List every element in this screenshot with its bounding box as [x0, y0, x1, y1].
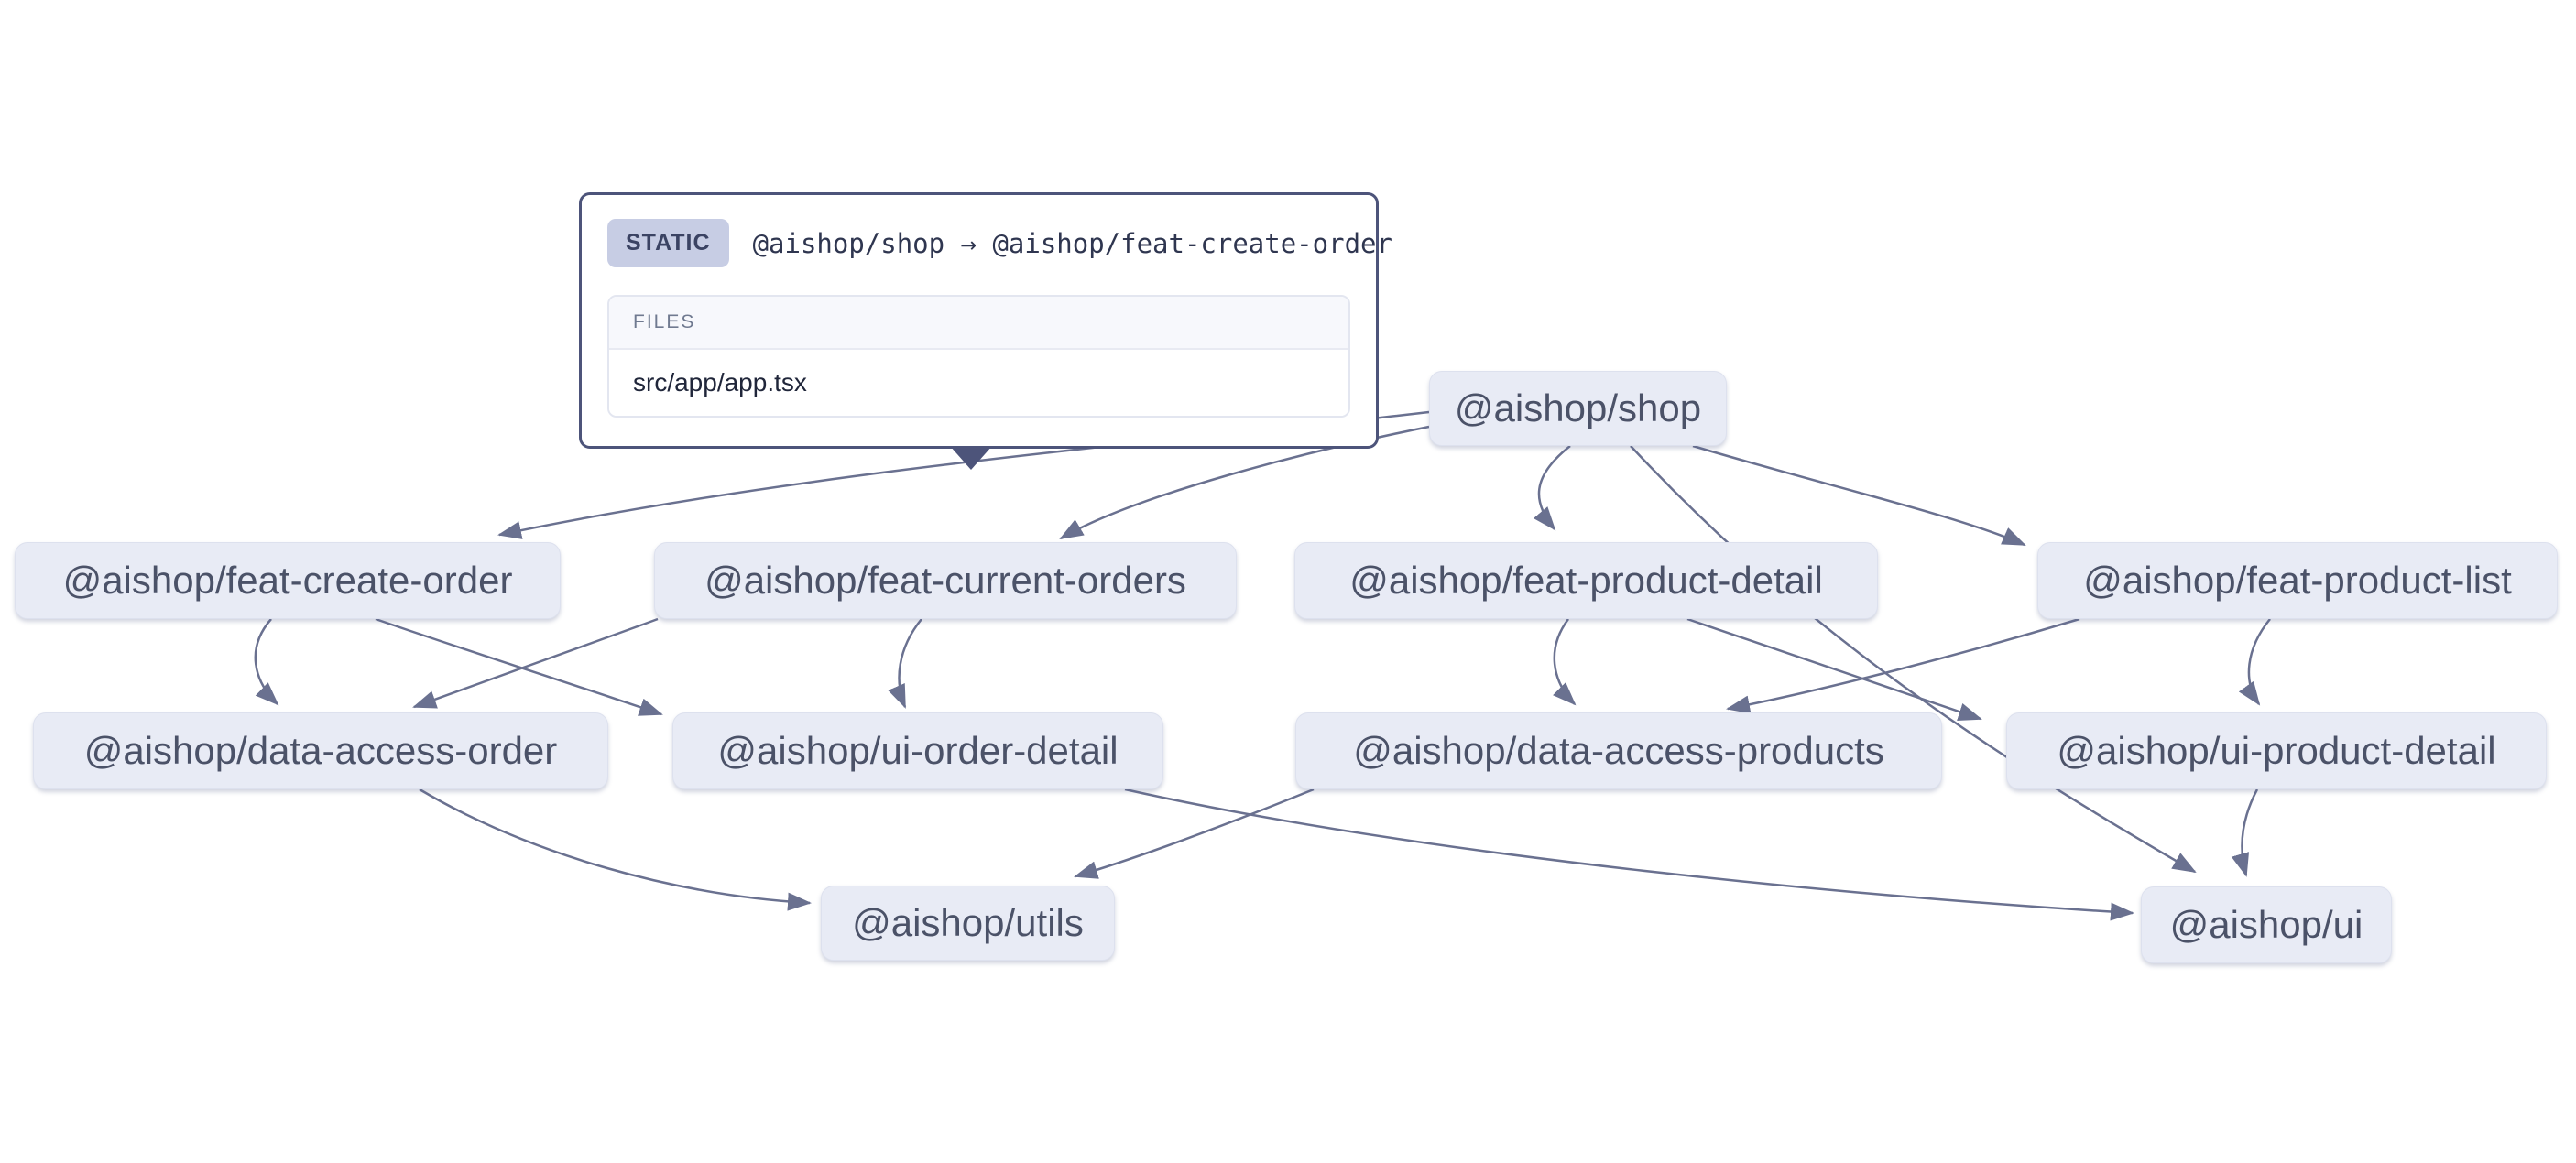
edge-feat-current-orders-to-data-access-order[interactable] [412, 617, 659, 709]
edge-ui-order-detail-to-ui[interactable] [1124, 788, 2134, 921]
graph-node-ui-product-detail[interactable]: @aishop/ui-product-detail [2006, 712, 2547, 789]
graph-node-feat-create-order[interactable]: @aishop/feat-create-order [15, 542, 561, 619]
edge-ui-product-detail-to-ui[interactable] [2231, 788, 2259, 877]
graph-node-feat-current-orders[interactable]: @aishop/feat-current-orders [654, 542, 1237, 619]
graph-node-feat-product-list[interactable]: @aishop/feat-product-list [2037, 542, 2558, 619]
edge-feat-product-detail-to-ui-product-detail[interactable] [1686, 617, 1982, 721]
edge-feat-create-order-to-data-access-order[interactable] [254, 618, 279, 706]
graph-node-ui[interactable]: @aishop/ui [2141, 886, 2392, 963]
edge-shop-to-ui[interactable] [1630, 445, 2197, 874]
files-panel: FILES src/app/app.tsx [607, 295, 1350, 418]
graph-node-feat-product-detail[interactable]: @aishop/feat-product-detail [1294, 542, 1878, 619]
tooltip-caret-icon [950, 446, 992, 470]
graph-node-ui-order-detail[interactable]: @aishop/ui-order-detail [672, 712, 1163, 789]
edge-type-badge: STATIC [607, 219, 729, 267]
edge-feat-product-detail-to-data-access-products[interactable] [1552, 618, 1577, 706]
graph-node-data-access-products[interactable]: @aishop/data-access-products [1295, 712, 1942, 789]
edge-feat-create-order-to-ui-order-detail[interactable] [375, 617, 663, 716]
graph-node-utils[interactable]: @aishop/utils [821, 886, 1115, 961]
edge-tooltip: STATIC @aishop/shop → @aishop/feat-creat… [579, 192, 1392, 470]
edge-shop-to-feat-product-list[interactable] [1692, 444, 2026, 547]
edge-relation-title: @aishop/shop → @aishop/feat-create-order [752, 227, 1392, 259]
tooltip-header: STATIC @aishop/shop → @aishop/feat-creat… [607, 219, 1392, 267]
file-item[interactable]: src/app/app.tsx [609, 350, 1348, 416]
edge-feat-current-orders-to-ui-order-detail[interactable] [888, 618, 922, 709]
graph-node-data-access-order[interactable]: @aishop/data-access-order [33, 712, 608, 789]
graph-node-shop[interactable]: @aishop/shop [1429, 371, 1727, 446]
edge-feat-product-list-to-ui-product-detail[interactable] [2238, 618, 2271, 706]
files-panel-header: FILES [609, 297, 1348, 350]
edge-data-access-order-to-utils[interactable] [419, 788, 812, 911]
edge-shop-to-feat-product-detail[interactable] [1533, 445, 1571, 531]
edge-data-access-products-to-utils[interactable] [1074, 788, 1315, 879]
edge-feat-product-list-to-data-access-products[interactable] [1726, 617, 2080, 714]
